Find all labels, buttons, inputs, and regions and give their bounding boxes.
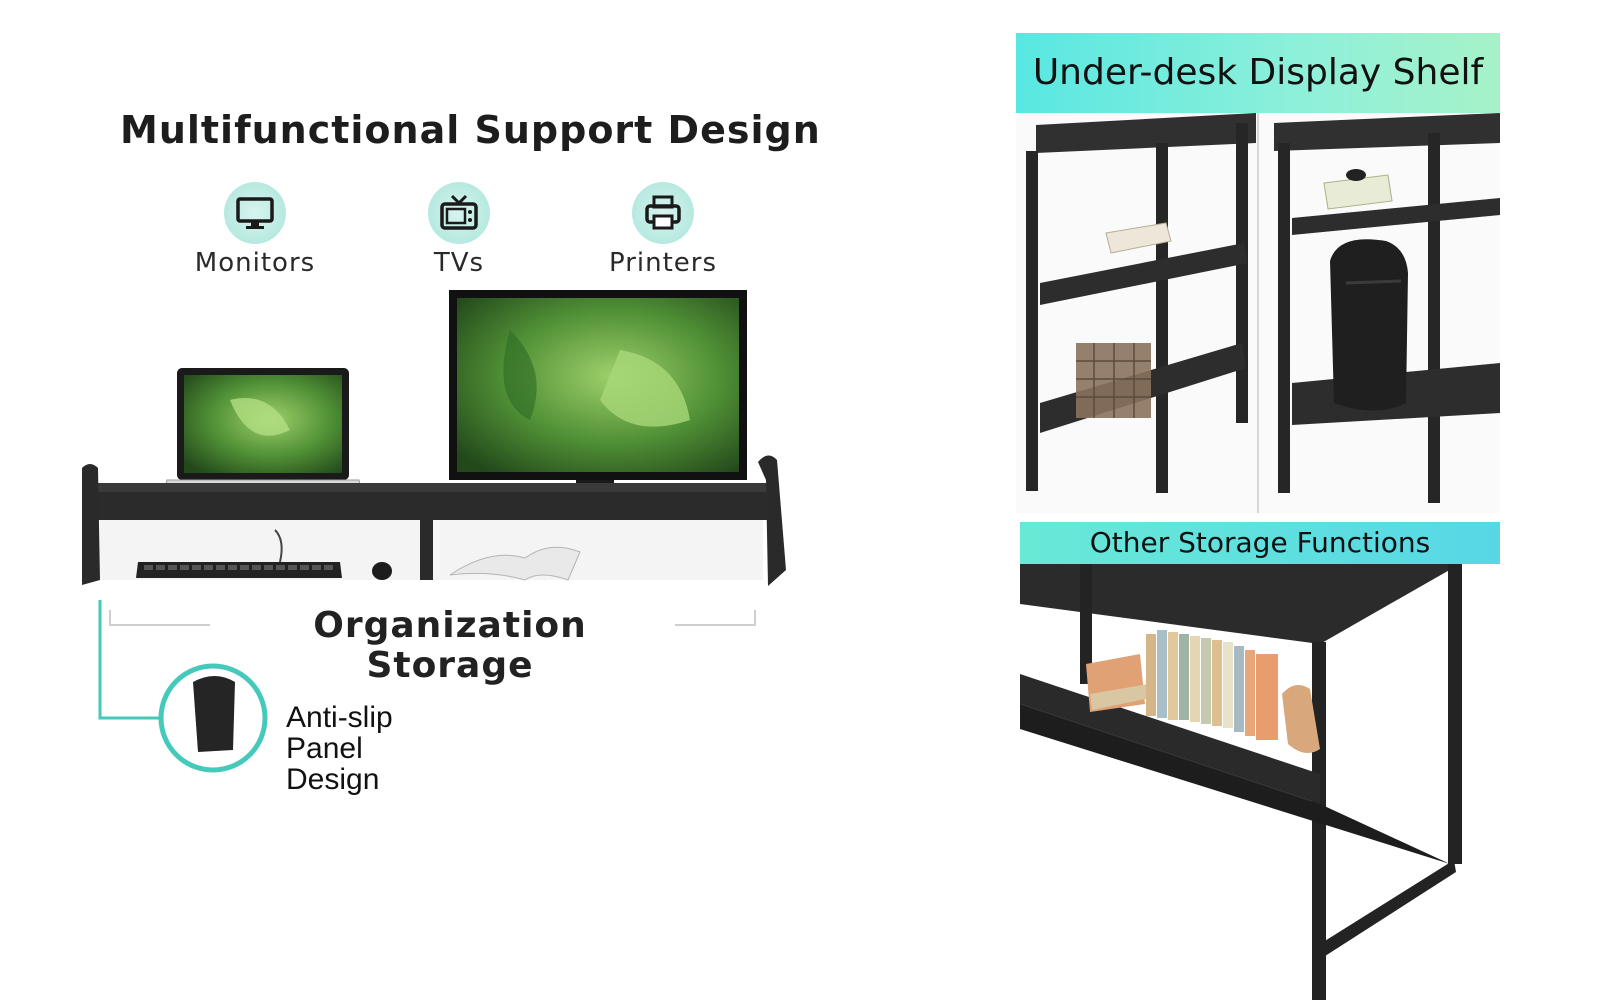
anti-slip-callout [98,600,268,773]
feature-label: TVs [433,248,485,278]
organization-storage-label: Organization Storage [313,605,587,686]
feature-printers: Printers [578,182,748,278]
anti-slip-label: Anti-slip Panel Design [286,702,393,795]
other-storage-banner: Other Storage Functions [1020,522,1500,564]
monitor-icon [224,182,286,244]
under-desk-shelf-photos [1016,113,1500,513]
under-desk-banner: Under-desk Display Shelf [1016,33,1500,113]
feature-tvs: TVs [374,182,544,278]
monitor-shelf-illustration [82,290,786,626]
other-storage-photo [1020,564,1504,1000]
feature-monitors: Monitors [170,182,340,278]
anti-slip-line: Panel [286,732,363,765]
anti-slip-line: Design [286,763,380,796]
tv-icon [428,182,490,244]
feature-label: Printers [608,248,718,278]
printer-icon [632,182,694,244]
anti-slip-line: Anti-slip [286,701,393,734]
feature-label: Monitors [194,248,316,278]
section-title: Multifunctional Support Design [120,108,821,152]
